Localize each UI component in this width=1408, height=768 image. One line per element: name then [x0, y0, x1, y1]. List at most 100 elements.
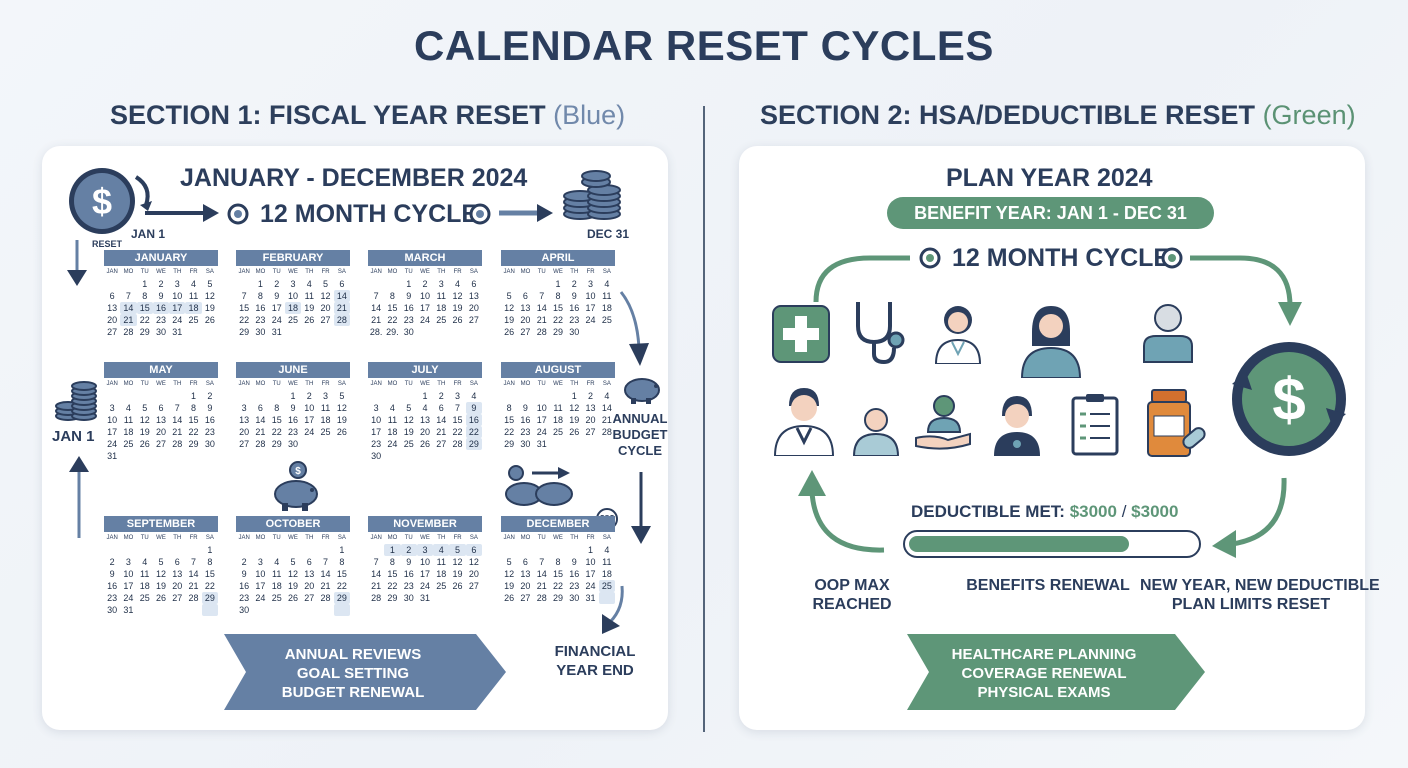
day-cell: 5 [158, 557, 164, 567]
day-cell: 25 [139, 593, 150, 603]
day-cell: 19 [504, 315, 515, 325]
weekday-label: JAN [238, 381, 250, 387]
day-cell [517, 278, 533, 290]
day-cell: 2 [400, 544, 417, 556]
weekday-label: WE [553, 269, 563, 275]
day-cell: 29 [552, 327, 563, 337]
day-cell: 22 [387, 315, 398, 325]
weekday-label: FR [586, 381, 595, 387]
day-cell: 11 [602, 557, 612, 567]
day-cell: 12 [287, 569, 298, 579]
dollar-coin-icon: $ [69, 168, 152, 234]
day-cell: 29 [188, 439, 199, 449]
day-cell: 6 [465, 544, 482, 556]
day-cell: 14 [601, 403, 612, 413]
weekday-label: SA [469, 381, 478, 387]
weekday-label: MO [520, 269, 531, 275]
day-cell [449, 450, 465, 462]
day-cell: 23 [403, 581, 414, 591]
day-cell: 11 [436, 557, 446, 567]
new-year-label: NEW YEAR, NEW DEDUCTIBLE PLAN LIMITS RES… [1140, 577, 1380, 613]
day-cell: 18 [601, 569, 612, 579]
day-cell: 26 [336, 427, 347, 437]
weekday-label: TU [404, 381, 413, 387]
day-cell: 3 [257, 557, 263, 567]
day-cell [120, 544, 136, 556]
day-cell: 6 [158, 403, 164, 413]
day-cell: 3 [588, 279, 594, 289]
day-cell: 14 [371, 569, 382, 579]
cycle-arc-arrow [813, 255, 1302, 326]
reset-label: RESET [92, 239, 123, 249]
day-cell: 27 [520, 327, 531, 337]
day-cell: 15 [336, 569, 347, 579]
day-cell: 17 [585, 303, 596, 313]
weekday-label: MO [520, 381, 531, 387]
weekday-label: JAN [503, 381, 515, 387]
day-cell: 22 [139, 315, 150, 325]
day-cell: 17 [255, 581, 266, 591]
medicine-bottle-icon [1147, 389, 1206, 457]
day-cell: 19 [403, 427, 414, 437]
day-cell [185, 450, 201, 462]
month-header: OCTOBER [236, 516, 350, 532]
weekday-label: TU [272, 535, 281, 541]
day-cell: 15 [188, 415, 199, 425]
day-cell: 24 [107, 439, 118, 449]
day-cell [334, 326, 350, 338]
day-cell: 26 [452, 315, 463, 325]
day-cell: 2 [158, 279, 164, 289]
day-cell [566, 438, 582, 450]
weekday-label: TH [305, 535, 314, 541]
day-cell: 13 [304, 569, 315, 579]
weekday-label: FR [586, 535, 595, 541]
day-cell: 23 [403, 315, 414, 325]
weekday-label: TU [272, 269, 281, 275]
day-cell: 11 [304, 291, 314, 301]
month-header: SEPTEMBER [104, 516, 218, 532]
day-cell: 20 [107, 315, 118, 325]
day-cell: 15 [552, 303, 563, 313]
day-cell: 12 [468, 557, 479, 567]
arrow-right-icon [499, 204, 553, 222]
month-header: NOVEMBER [368, 516, 482, 532]
month-header: APRIL [501, 250, 615, 266]
day-cell: 23 [371, 439, 382, 449]
deductible-label: DEDUCTIBLE MET: $3000 / $3000 [911, 502, 1179, 521]
day-cell: 7 [373, 291, 379, 301]
day-cell: 25 [271, 593, 282, 603]
weekday-label: TH [570, 381, 579, 387]
day-cell: 28 [371, 593, 382, 603]
day-cell: 7 [455, 403, 461, 413]
day-cell: 25 [601, 315, 612, 325]
day-cell: 31 [123, 605, 134, 615]
day-cell [401, 390, 417, 402]
day-cell: 2 [438, 391, 444, 401]
day-cell: 19 [336, 415, 347, 425]
day-cell: 17 [123, 581, 134, 591]
weekday-label: SA [205, 535, 214, 541]
day-cell: 30 [287, 439, 298, 449]
day-cell: 6 [174, 557, 180, 567]
hsa-chevron-text: HEALTHCARE PLANNING COVERAGE RENEWAL PHY… [951, 646, 1137, 701]
svg-text:$: $ [92, 181, 112, 222]
weekday-label: SA [205, 381, 214, 387]
day-cell: 17 [419, 303, 430, 313]
day-cell: 13 [468, 291, 479, 301]
weekday-label: SA [602, 381, 611, 387]
day-cell: 20 [155, 427, 166, 437]
day-cell: 30 [204, 439, 215, 449]
day-cell: 29 [552, 593, 563, 603]
weekday-label: MO [255, 381, 266, 387]
day-cell: 17 [169, 302, 186, 314]
